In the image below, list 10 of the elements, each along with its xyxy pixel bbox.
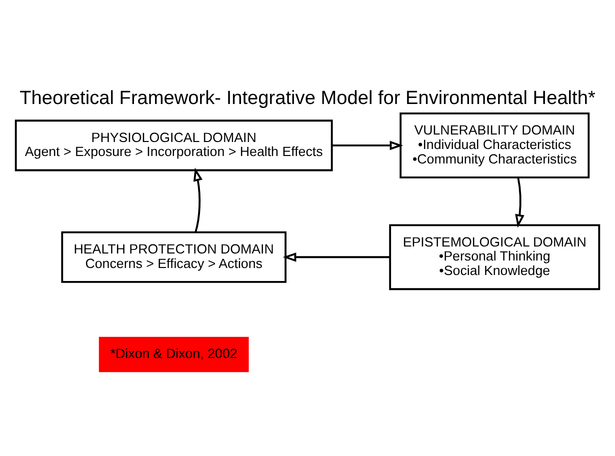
diagram-title: Theoretical Framework- Integrative Model for Environmental Health* bbox=[20, 87, 596, 108]
label: *Dixon & Dixon, 2002 bbox=[110, 346, 238, 361]
node-box: VULNERABILITY DOMAIN •Individual Characteristics •Community Characteristics bbox=[400, 112, 590, 178]
arrow bbox=[332, 140, 404, 150]
node-box: HEALTH PROTECTION DOMAIN Concerns > Efficacy > Actions bbox=[61, 230, 286, 282]
arrow bbox=[515, 176, 524, 228]
node-box: PHYSIOLOGICAL DOMAIN Agent > Exposure > Incorporation > Health Effects bbox=[14, 119, 333, 171]
node-box: EPISTEMOLOGICAL DOMAIN •Personal Thinking •Social Knowledge bbox=[389, 224, 600, 290]
arrow bbox=[282, 252, 390, 262]
arrow bbox=[193, 167, 203, 232]
